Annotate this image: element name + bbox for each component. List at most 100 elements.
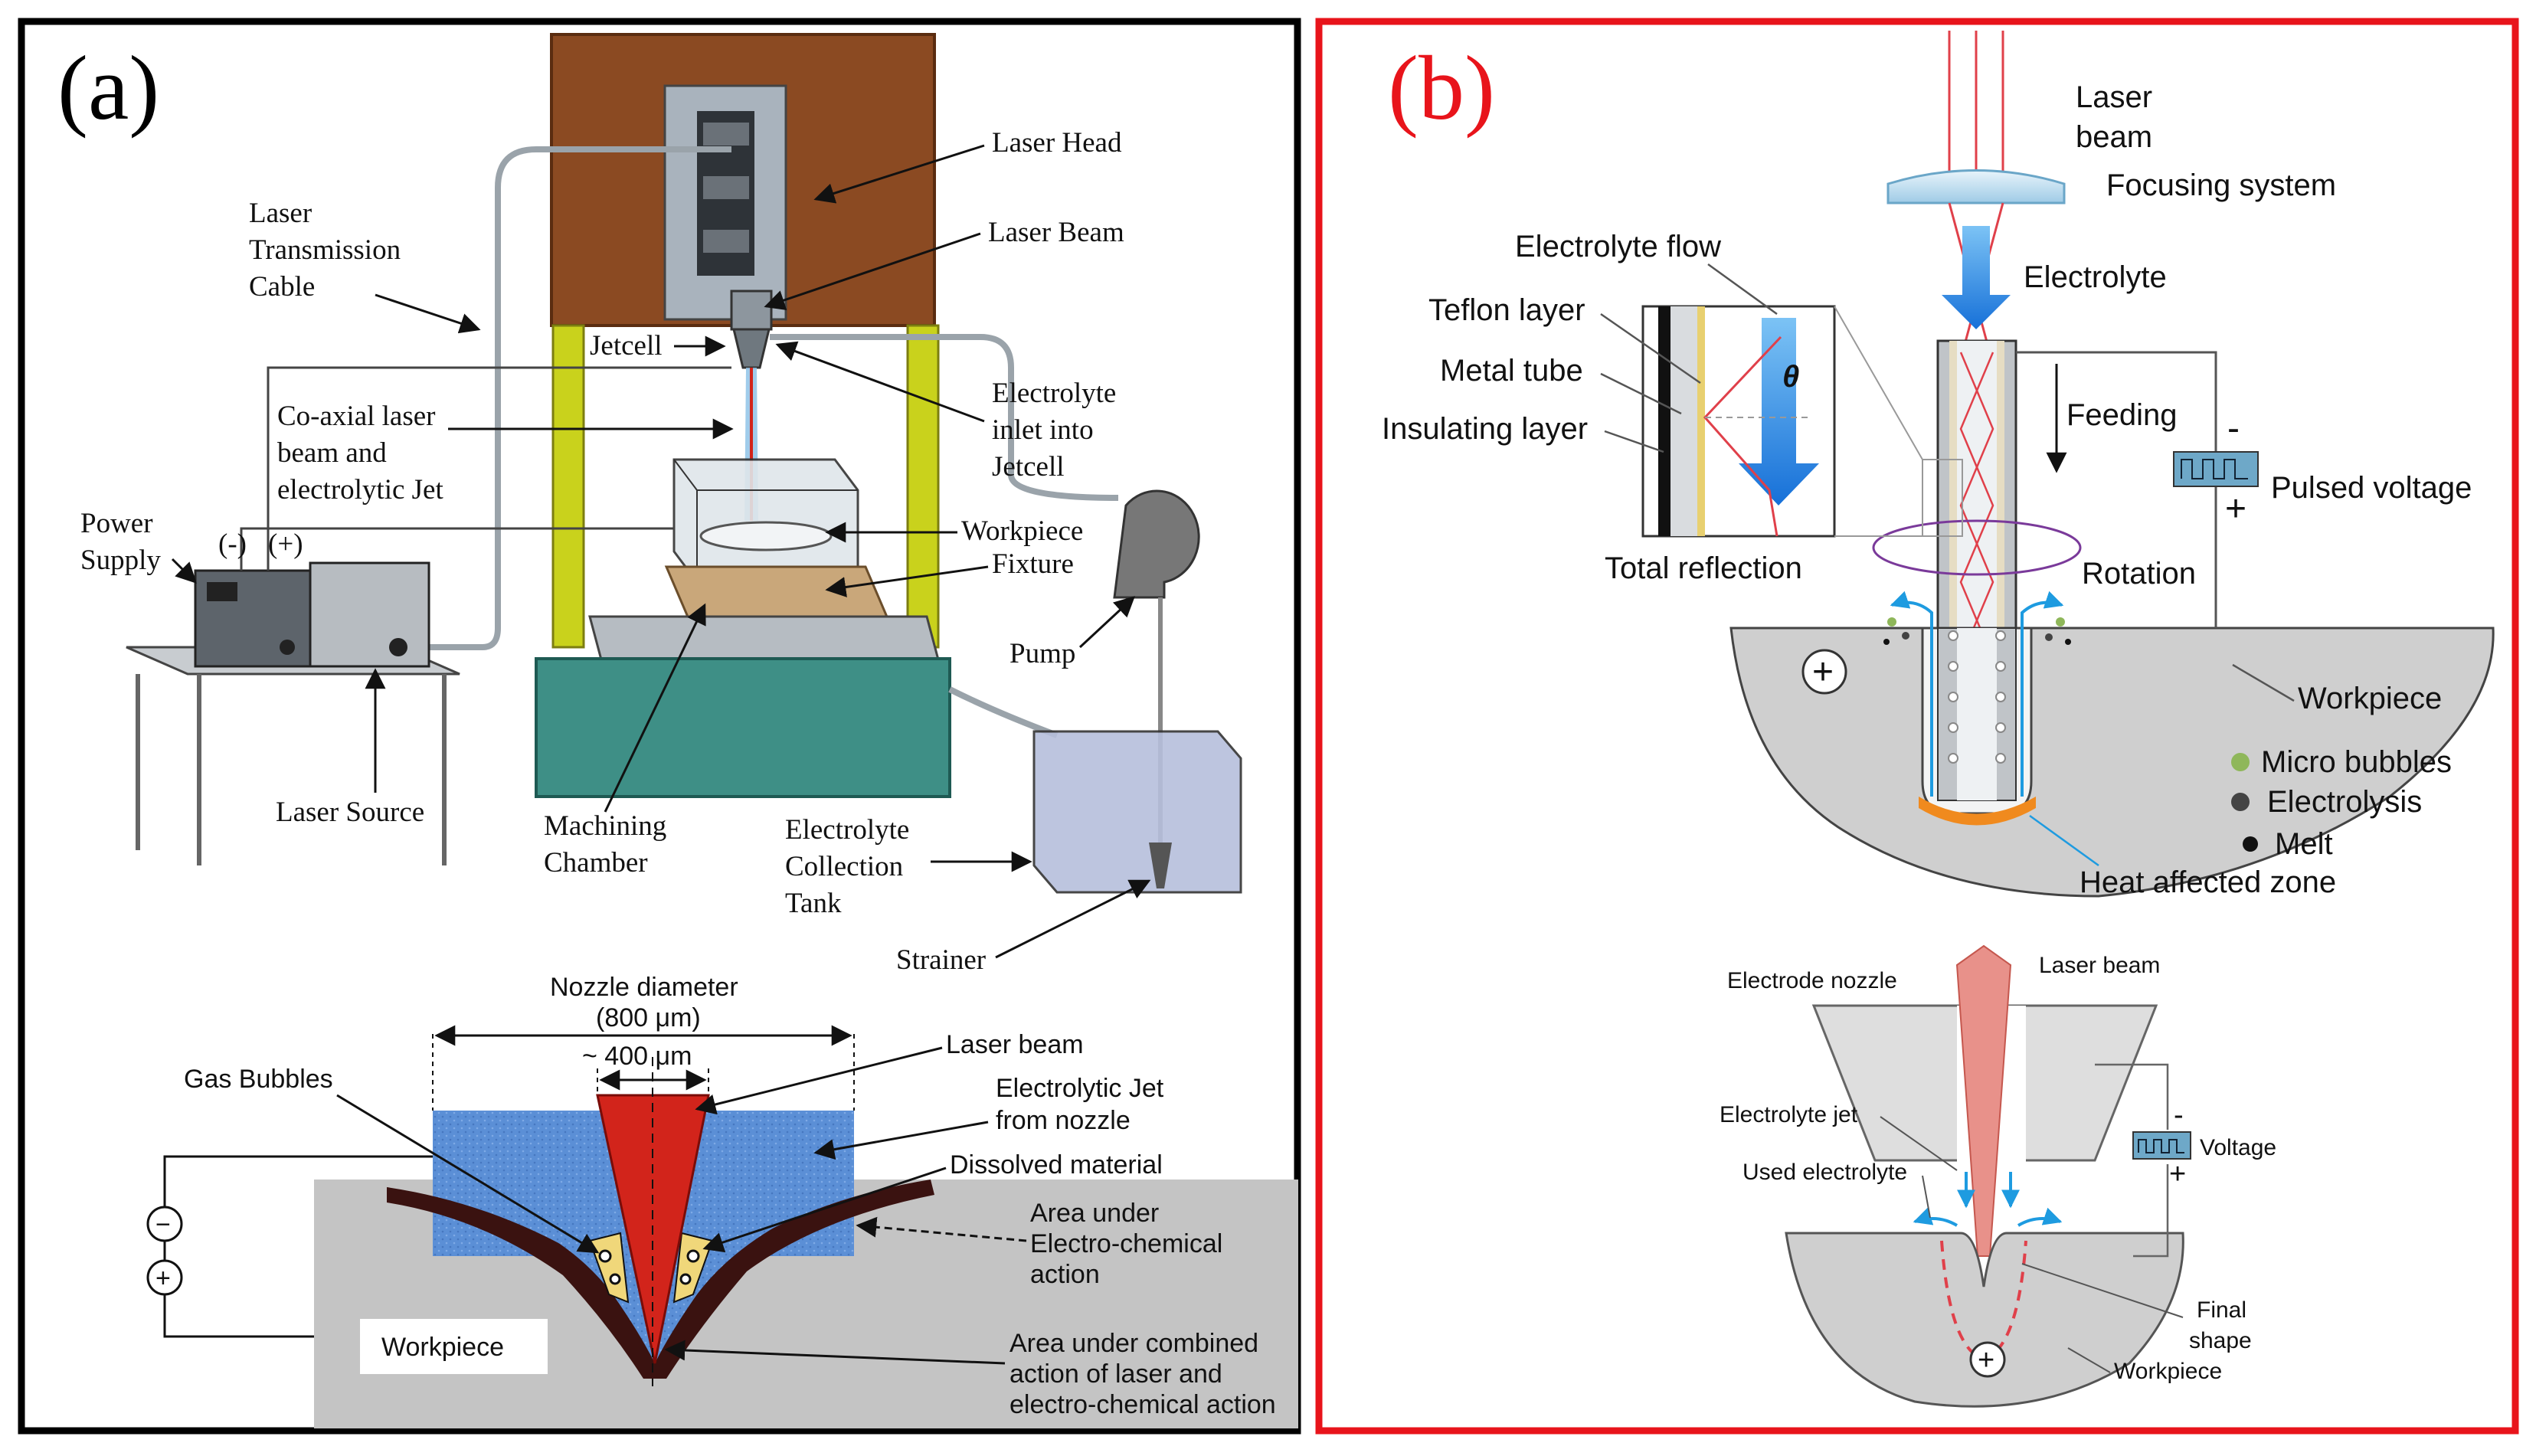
collection-tank [1032, 730, 1242, 894]
label-fixture: Fixture [992, 548, 1074, 580]
label-combined-1: Area under combined [1009, 1329, 1258, 1358]
label-cable-2: Transmission [249, 234, 401, 266]
laser-source [309, 561, 430, 668]
label-jetcell: Jetcell [590, 330, 663, 362]
label-dissolved: Dissolved material [950, 1150, 1163, 1180]
label-pump: Pump [1009, 638, 1075, 669]
label-plus: (+) [268, 528, 303, 560]
label-cable-1: Laser [249, 198, 312, 229]
label-process-plus: + [155, 1264, 171, 1293]
laser-setup-illustration [126, 33, 1242, 894]
label-final-2: shape [2189, 1328, 2252, 1353]
panel-a-setup-labels: Laser Head Laser Beam Laser Transmission… [80, 127, 1151, 976]
pump [1113, 489, 1200, 599]
label-voltage-plus: + [2169, 1158, 2186, 1190]
tube-schematic [1641, 31, 2495, 898]
label-ec-3: action [1030, 1260, 1100, 1289]
label-tank-2: Collection [785, 851, 903, 882]
label-power-2: Supply [80, 545, 161, 576]
machining-chamber [672, 458, 859, 584]
label-workpiece-lower: Workpiece [2114, 1359, 2222, 1384]
label-tank-1: Electrolyte [785, 814, 909, 846]
label-strainer: Strainer [896, 944, 986, 976]
label-micro-bubbles: Micro bubbles [2261, 745, 2452, 779]
label-inlet-2: inlet into [992, 414, 1094, 446]
label-feeding: Feeding [2066, 398, 2178, 432]
label-voltage: Voltage [2200, 1135, 2276, 1160]
rotation-indicator [1872, 519, 2082, 576]
label-laser-beam-b: Laser beam [2039, 953, 2160, 978]
label-melt: Melt [2275, 827, 2333, 861]
machine-base [535, 657, 951, 798]
legend-electrolysis-swatch [2231, 793, 2250, 811]
workpiece-plus-marker [1801, 649, 1847, 695]
lower-plus-marker [1969, 1341, 2006, 1378]
label-electrolyte-flow: Electrolyte flow [1515, 230, 1721, 263]
label-laser-source: Laser Source [276, 797, 424, 828]
label-inlet-3: Jetcell [992, 451, 1065, 483]
label-minus: (-) [218, 528, 247, 560]
label-tank-3: Tank [785, 888, 842, 919]
workpiece-disc [699, 521, 833, 551]
process-illustration [146, 1025, 1298, 1428]
dissolved-material [387, 1180, 934, 1379]
label-inlet-1: Electrolyte [992, 378, 1116, 409]
electrolyte-arrow [1942, 226, 2011, 329]
label-laser-beam: Laser Beam [988, 217, 1124, 248]
label-spot: ~ 400 μm [582, 1042, 692, 1071]
label-lower-plus: + [1978, 1344, 1994, 1376]
focusing-lens [1886, 169, 2066, 204]
label-process-minus: − [155, 1210, 171, 1239]
label-process-workpiece: Workpiece [381, 1333, 504, 1362]
label-coaxial-3: electrolytic Jet [277, 474, 443, 506]
label-ec-2: Electro-chemical [1030, 1229, 1222, 1258]
label-workpiece-b: Workpiece [2298, 682, 2442, 715]
label-electrolyte: Electrolyte [2024, 260, 2167, 294]
label-workpiece: Workpiece [961, 515, 1083, 547]
label-coaxial-2: beam and [277, 437, 387, 469]
panel-a-label: (a) [57, 37, 159, 139]
label-total-reflection: Total reflection [1605, 551, 1802, 585]
jetcell [730, 290, 773, 331]
label-insulating: Insulating layer [1382, 412, 1588, 446]
label-coaxial-1: Co-axial laser [277, 401, 436, 432]
panel-b-bottom-labels: Electrode nozzle Laser beam Electrolyte … [1720, 953, 2276, 1384]
label-nozzle-2: (800 μm) [596, 1003, 701, 1032]
label-focusing: Focusing system [2106, 169, 2336, 202]
pulse-generator [2173, 451, 2259, 487]
label-wp-plus-b: + [1812, 652, 1834, 692]
label-chamber-1: Machining [544, 810, 666, 842]
workpiece-lower [1785, 1232, 2184, 1408]
label-jet-2: from nozzle [996, 1106, 1131, 1135]
label-pulse-plus: + [2225, 489, 2246, 529]
label-power-1: Power [80, 508, 153, 539]
label-used-electrolyte: Used electrolyte [1742, 1160, 1907, 1185]
label-laser-1: Laser [2076, 80, 2152, 114]
label-teflon: Teflon layer [1428, 293, 1585, 327]
nozzle-schematic [1785, 944, 2191, 1408]
label-pulse-minus: - [2227, 408, 2240, 449]
label-jet-1: Electrolytic Jet [996, 1074, 1164, 1103]
panel-b-top-labels: Laser beam Focusing system Electrolyte f… [1382, 80, 2472, 899]
label-chamber-2: Chamber [544, 847, 648, 879]
panel-a-process-labels: Nozzle diameter (800 μm) ~ 400 μm Laser … [155, 973, 1276, 1419]
label-cable-3: Cable [249, 271, 315, 303]
legend-melt-swatch [2243, 836, 2258, 852]
label-metal-tube: Metal tube [1440, 354, 1583, 388]
label-laser-2: beam [2076, 120, 2152, 154]
label-combined-2: action of laser and [1009, 1359, 1222, 1389]
label-laser-head: Laser Head [992, 127, 1122, 159]
label-nozzle-1: Nozzle diameter [550, 973, 738, 1002]
frame-post-right [906, 324, 940, 649]
label-final-1: Final [2197, 1297, 2246, 1323]
label-pulsed: Pulsed voltage [2271, 471, 2472, 505]
label-voltage-minus: - [2174, 1099, 2184, 1131]
label-electrode-nozzle: Electrode nozzle [1727, 968, 1897, 993]
label-ec-1: Area under [1030, 1199, 1159, 1228]
label-theta: θ [1782, 360, 1799, 394]
label-rotation: Rotation [2082, 557, 2196, 591]
panel-b-label: (b) [1388, 37, 1495, 139]
label-electrolyte-jet: Electrolyte jet [1720, 1102, 1858, 1127]
label-laser-beam-a: Laser beam [946, 1030, 1084, 1059]
